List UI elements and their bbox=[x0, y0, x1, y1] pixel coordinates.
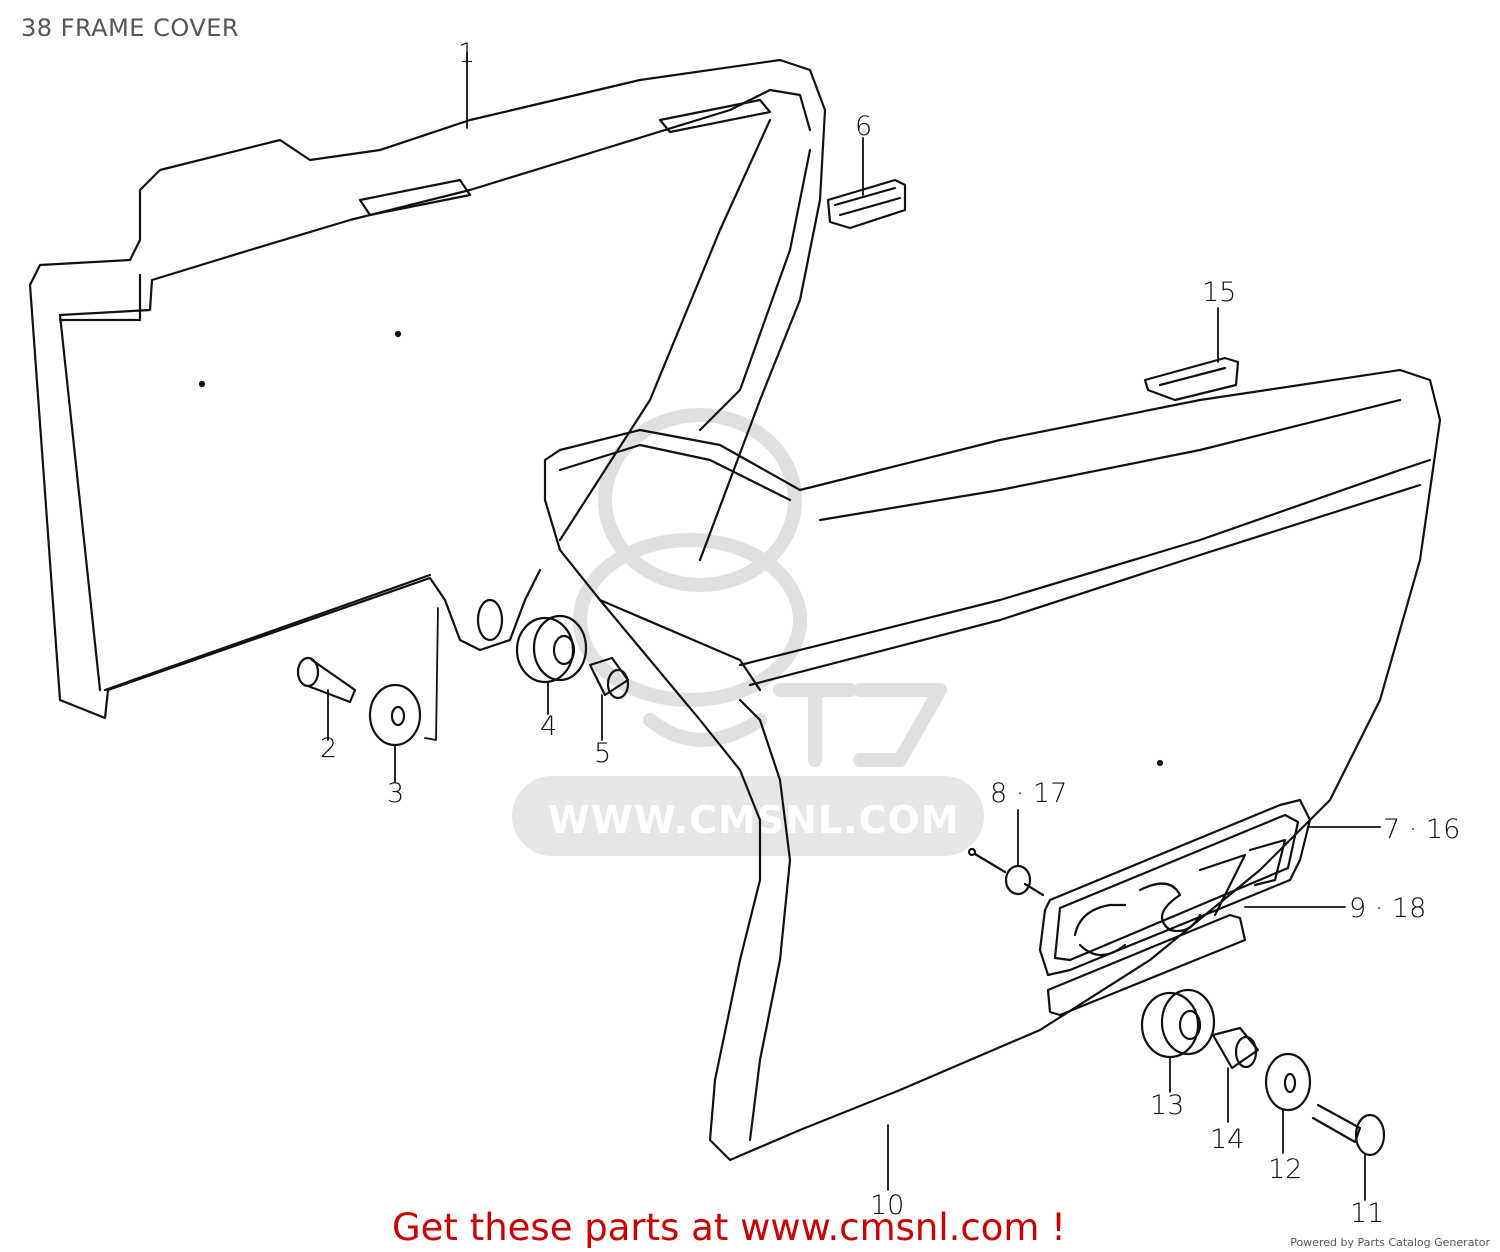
page-title: 38 FRAME COVER bbox=[21, 14, 240, 42]
part-3-washer bbox=[368, 683, 422, 747]
callout-12[interactable]: 12 bbox=[1268, 1154, 1303, 1185]
watermark-logo-icon bbox=[573, 408, 947, 767]
callout-2[interactable]: 2 bbox=[320, 733, 338, 764]
part-15-clip bbox=[1143, 356, 1240, 402]
part-14-collar bbox=[1211, 1026, 1260, 1070]
part-9-18-nameplate bbox=[1046, 913, 1247, 1017]
part-4-grommet bbox=[515, 614, 588, 684]
callout-15[interactable]: 15 bbox=[1202, 277, 1237, 308]
callout-8-17[interactable]: 8 · 17 bbox=[990, 778, 1068, 809]
part-6-clip bbox=[826, 178, 907, 230]
part-1-left-frame-cover bbox=[28, 58, 827, 720]
part-12-washer bbox=[1264, 1052, 1312, 1112]
callout-10[interactable]: 10 bbox=[870, 1190, 905, 1221]
callout-5[interactable]: 5 bbox=[594, 738, 612, 769]
callout-4[interactable]: 4 bbox=[540, 711, 558, 742]
leader-lines bbox=[327, 51, 1381, 1201]
part-5-collar bbox=[588, 656, 630, 700]
callout-6[interactable]: 6 bbox=[855, 111, 873, 142]
part-10-right-frame-cover bbox=[543, 368, 1442, 1162]
part-7-16-emblem bbox=[1038, 798, 1312, 977]
powered-by-text: Powered by Parts Catalog Generator bbox=[1290, 1236, 1490, 1249]
callout-3[interactable]: 3 bbox=[387, 778, 405, 809]
callout-14[interactable]: 14 bbox=[1210, 1124, 1245, 1155]
callout-11[interactable]: 11 bbox=[1350, 1198, 1385, 1229]
part-11-screw bbox=[1311, 1103, 1386, 1157]
callout-7-16[interactable]: 7 · 16 bbox=[1383, 814, 1461, 845]
callout-9-18[interactable]: 9 · 18 bbox=[1349, 893, 1427, 924]
part-2-screw bbox=[296, 656, 357, 704]
part-13-grommet bbox=[1140, 988, 1216, 1059]
callout-13[interactable]: 13 bbox=[1150, 1090, 1185, 1121]
callout-1[interactable]: 1 bbox=[458, 38, 476, 69]
cta-link[interactable]: Get these parts at www.cmsnl.com ! bbox=[392, 1206, 1067, 1249]
part-8-17-clip bbox=[967, 847, 1045, 897]
